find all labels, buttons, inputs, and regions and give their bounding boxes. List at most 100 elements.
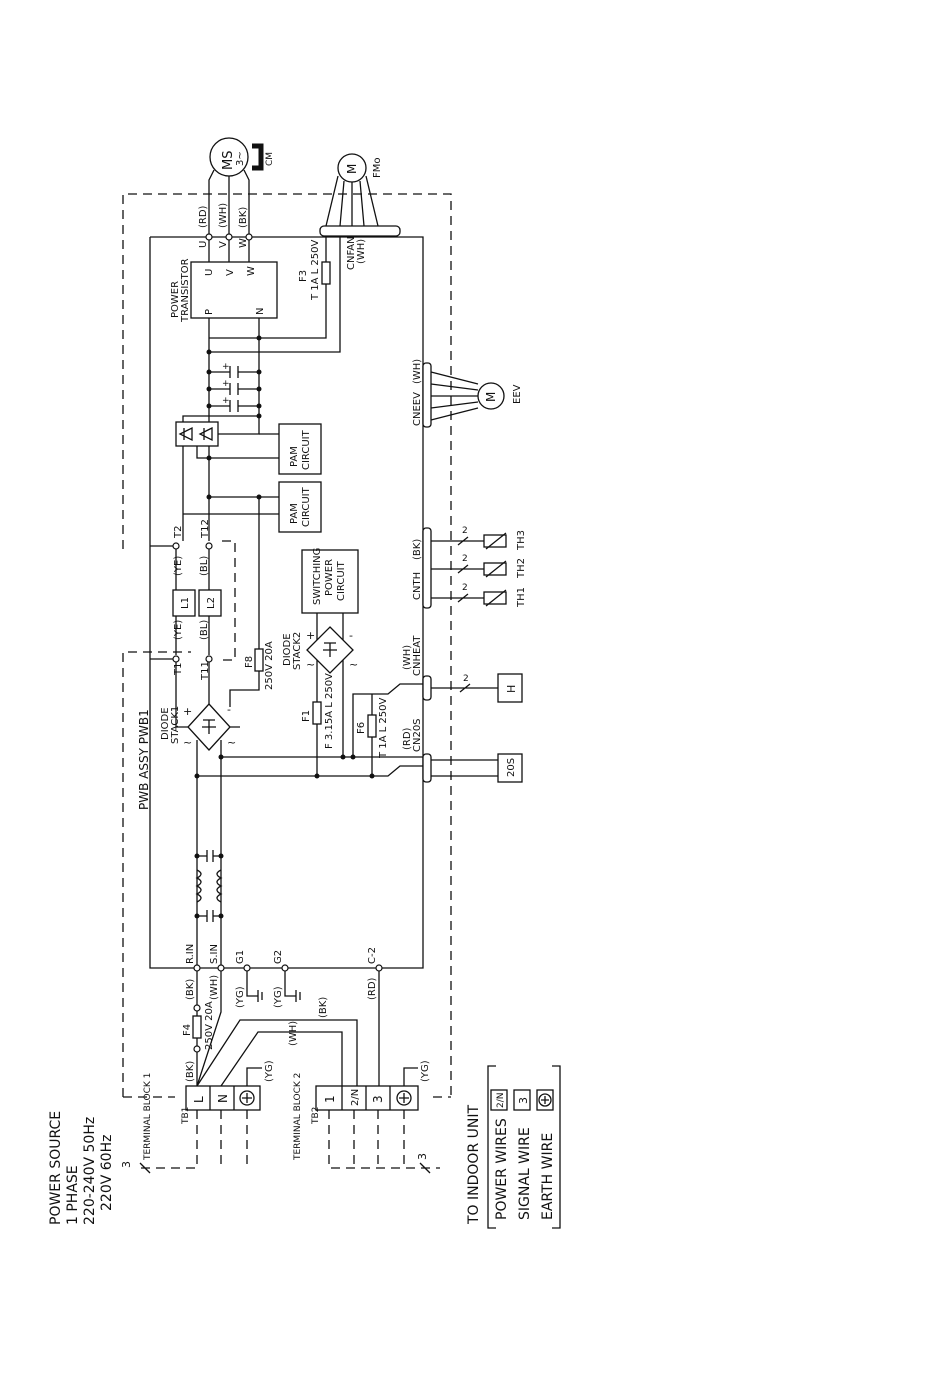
svg-text:W: W (246, 266, 257, 276)
wire-legend: POWER WIRES SIGNAL WIRE EARTH WIRE 2/N 3 (487, 1065, 561, 1229)
svg-text:POWER: POWER (170, 281, 181, 318)
svg-text:3~: 3~ (235, 151, 246, 166)
svg-text:T11: T11 (200, 661, 211, 681)
fuse-f4: F4 250V 20A (BK) (182, 971, 215, 1086)
svg-text:DIODE: DIODE (282, 633, 293, 666)
svg-text:(WH): (WH) (209, 975, 220, 1000)
svg-text:T12: T12 (200, 519, 211, 539)
svg-text:(WH): (WH) (218, 203, 229, 228)
svg-text:220V 60Hz: 220V 60Hz (99, 1135, 115, 1211)
svg-text:PAM: PAM (289, 446, 300, 467)
power-transistor: POWER TRANSISTOR U V W P N (170, 240, 278, 352)
svg-text:(WH): (WH) (402, 645, 413, 670)
svg-text:~: ~ (306, 658, 315, 671)
svg-text:CNTH: CNTH (412, 572, 423, 600)
svg-text:V: V (225, 269, 236, 276)
svg-text:(YG): (YG) (264, 1060, 275, 1082)
fuse-f6: F6 T 1A L 250V (356, 694, 389, 776)
svg-text:3: 3 (120, 1161, 133, 1168)
svg-text:MS: MS (221, 151, 236, 170)
svg-text:L2: L2 (206, 597, 217, 609)
svg-text:1: 1 (323, 1095, 337, 1103)
svg-text:SWITCHING: SWITCHING (312, 548, 323, 605)
svg-text:CN20S: CN20S (412, 718, 423, 752)
svg-text:2: 2 (462, 554, 468, 564)
ac-rails (194, 683, 423, 779)
crankcase-heater-icon (252, 143, 264, 171)
svg-text:POWER: POWER (324, 559, 335, 596)
svg-text:(RD): (RD) (367, 977, 378, 1000)
svg-text:CIRCUIT: CIRCUIT (301, 486, 312, 527)
svg-text:F8: F8 (244, 656, 255, 668)
svg-text:N: N (255, 308, 266, 315)
connector-cn20s: CN20S (RD) 20S (402, 718, 523, 783)
diode-stack-2: DIODE STACK2 + - ~ ~ (282, 613, 358, 757)
svg-text:W: W (238, 238, 249, 248)
diode-stack-1: DIODE STACK1 + - ~ ~ (160, 662, 240, 968)
tb2-earth-icon (396, 1090, 412, 1106)
pwb-outline: PWB ASSY PWB1 (137, 236, 424, 969)
svg-text:G2: G2 (273, 950, 284, 964)
fuse-f3 (321, 261, 331, 285)
svg-text:EEV: EEV (512, 384, 523, 404)
svg-text:R.IN: R.IN (185, 944, 196, 964)
svg-text:F 3.15A L 250V: F 3.15A L 250V (324, 673, 335, 749)
svg-text:(WH): (WH) (412, 359, 423, 384)
svg-text:(RD): (RD) (402, 727, 413, 750)
svg-text:CIRCUIT: CIRCUIT (336, 560, 347, 601)
svg-text:TERMINAL BLOCK 2: TERMINAL BLOCK 2 (293, 1073, 303, 1161)
svg-text:2: 2 (463, 674, 469, 684)
svg-text:L1: L1 (180, 597, 191, 609)
svg-text:(BL): (BL) (199, 556, 210, 576)
power-source-label: POWER SOURCE 1 PHASE 220-240V 50Hz 220V … (48, 1111, 115, 1225)
svg-text:G1: G1 (235, 950, 246, 964)
input-wiring: (WH) (BK) (196, 971, 380, 1087)
svg-text:P: P (204, 309, 215, 315)
heater-h (497, 673, 523, 703)
svg-text:+: + (222, 396, 230, 406)
connector-cnheat: CNHEAT (WH) 2 H (402, 635, 523, 703)
svg-text:2/N: 2/N (350, 1089, 361, 1106)
svg-text:FMo: FMo (372, 158, 383, 179)
svg-text:2: 2 (462, 583, 468, 593)
connector-cneev: CNEEV (WH) M EEV (412, 359, 523, 428)
svg-text:250V 20A: 250V 20A (264, 641, 275, 690)
svg-text:250V 20A: 250V 20A (204, 1001, 215, 1050)
svg-text:(YG): (YG) (420, 1060, 431, 1082)
fuse-f8: F8 250V 20A (229, 641, 275, 707)
pam-diode-bridge (175, 410, 279, 541)
svg-text:L: L (192, 1096, 206, 1103)
svg-text:TRANSISTOR: TRANSISTOR (180, 258, 191, 323)
svg-text:M: M (484, 392, 498, 402)
legend-power-symbol (490, 1089, 508, 1111)
svg-text:(RD): (RD) (198, 205, 209, 228)
svg-text:CNFAN: CNFAN (346, 236, 357, 270)
svg-text:C-2: C-2 (367, 947, 378, 964)
svg-text:+: + (222, 362, 230, 372)
reactor-l2 (198, 589, 222, 617)
svg-text:T1: T1 (173, 663, 184, 676)
svg-text:(BK): (BK) (185, 1061, 196, 1082)
svg-text:(YE): (YE) (173, 556, 184, 576)
noise-filter (194, 850, 224, 922)
legend-earth-icon (538, 1093, 552, 1107)
svg-text:PAM: PAM (289, 503, 300, 524)
svg-text:CIRCUIT: CIRCUIT (301, 429, 312, 470)
svg-text:S.IN: S.IN (209, 944, 220, 964)
svg-text:~: ~ (349, 658, 358, 671)
fuse-f1: F1 F 3.15A L 250V (301, 673, 335, 776)
svg-text:(WH): (WH) (288, 1021, 299, 1046)
svg-text:EARTH WIRE: EARTH WIRE (540, 1133, 556, 1220)
svg-text:2: 2 (462, 526, 468, 536)
fan-motor: M FMo CNFAN (WH) F3 T 1A L 250V (209, 153, 401, 353)
svg-text:(BK): (BK) (185, 979, 196, 1000)
svg-text:CM: CM (265, 152, 275, 166)
svg-text:TB1: TB1 (181, 1107, 191, 1125)
svg-text:20S: 20S (506, 758, 517, 777)
svg-text:-: - (349, 629, 353, 642)
svg-text:(BK): (BK) (412, 539, 423, 560)
svg-text:CNEEV: CNEEV (412, 392, 423, 426)
svg-text:+: + (222, 379, 230, 389)
svg-text:3: 3 (371, 1095, 385, 1103)
legend-power-symbol-text: 2/N (496, 1093, 506, 1109)
